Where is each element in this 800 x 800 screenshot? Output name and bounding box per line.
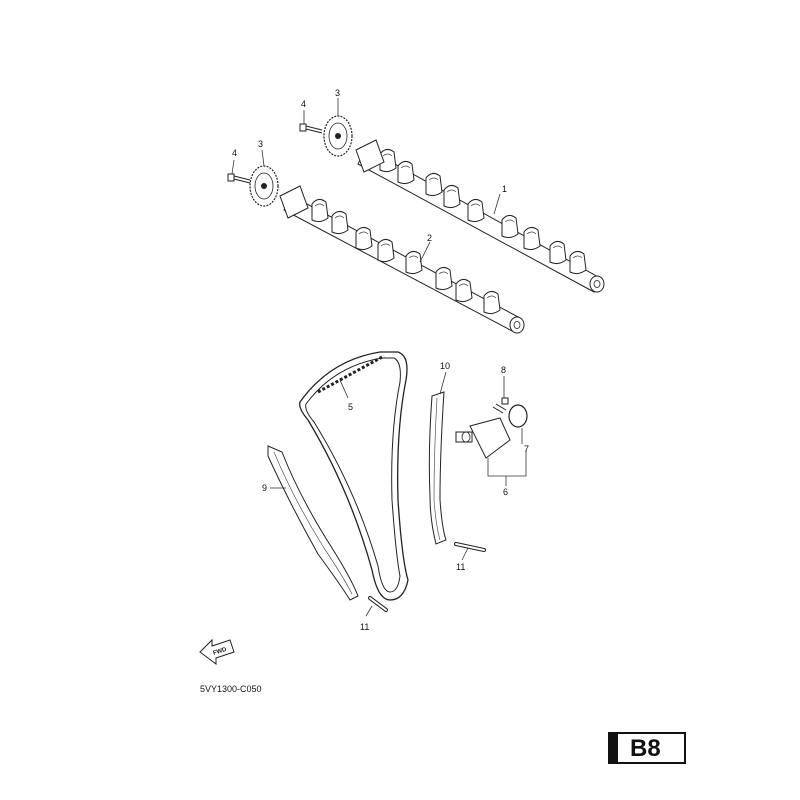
tensioner-guide: [428, 391, 447, 545]
callout-6: 6: [503, 487, 508, 497]
callout-8: 8: [501, 365, 506, 375]
bolt-lower: [227, 173, 251, 184]
callout-9: 9: [262, 483, 267, 493]
callout-10: 10: [440, 361, 450, 371]
callout-3-upper: 3: [335, 88, 340, 98]
callout-3-lower: 3: [258, 139, 263, 149]
callout-11-lower: 11: [360, 622, 369, 632]
callout-7: 7: [524, 444, 529, 454]
callout-2: 2: [427, 233, 432, 243]
tensioner-bolt: [492, 397, 509, 414]
callout-1: 1: [502, 184, 507, 194]
diagram-code: 5VY1300-C050: [200, 684, 262, 694]
camshaft-intake: [279, 185, 525, 334]
sprocket-upper: [323, 115, 353, 157]
timing-chain: [299, 351, 409, 601]
sprocket-lower: [249, 165, 279, 207]
fwd-label: FWD: [213, 647, 228, 657]
callout-4-upper: 4: [301, 99, 306, 109]
leader-lines: [231, 98, 527, 617]
pin-lower: [368, 596, 388, 612]
fwd-arrow-icon: FWD: [199, 638, 235, 665]
gasket: [508, 404, 528, 428]
callout-11-upper: 11: [456, 562, 465, 572]
page-badge-bar: [610, 734, 618, 762]
callout-numbers: 1 2 3 3 4 4 5 6 7 8 9 10 11 11: [232, 88, 529, 632]
tensioner-assembly: [455, 417, 511, 459]
page-badge: B8: [608, 732, 686, 764]
bolt-upper: [299, 123, 323, 134]
page-badge-label: B8: [630, 735, 661, 762]
pin-upper: [454, 542, 486, 552]
camshaft-exhaust: [355, 139, 605, 293]
chain-guide: [267, 445, 359, 601]
callout-5: 5: [348, 402, 353, 412]
callout-4-lower: 4: [232, 148, 237, 158]
